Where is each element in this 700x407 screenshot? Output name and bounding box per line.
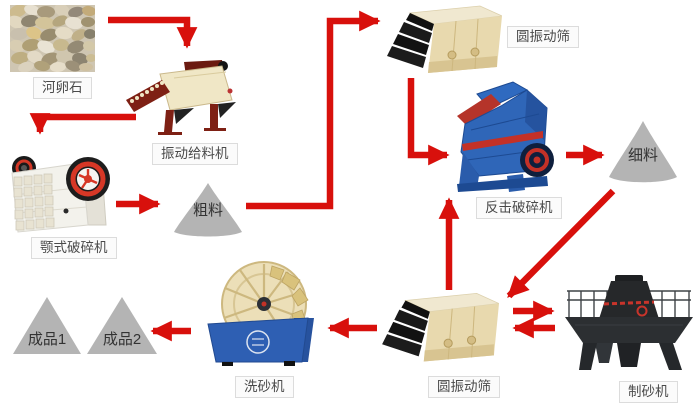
label-vibrating-feeder: 振动给料机 <box>152 143 238 166</box>
arrow-pebbles-to-feeder <box>108 16 198 49</box>
arrow-screen-top-to-impact-crusher <box>407 78 450 166</box>
label-impact-crusher: 反击破碎机 <box>476 197 562 220</box>
label-vibrating-screen-top: 圆振动筛 <box>507 26 579 49</box>
river-pebbles-photo <box>10 5 95 72</box>
fine-material-pile <box>609 121 677 183</box>
label-vibrating-screen-bottom: 圆振动筛 <box>428 376 500 399</box>
label-coarse-material: 粗料 <box>192 202 223 219</box>
jaw-crusher-image <box>11 156 110 233</box>
product1-pile <box>13 297 81 354</box>
vibrating-screen-bottom-image <box>382 292 499 362</box>
arrow-coarse-to-screen-top <box>246 10 381 210</box>
sand-washer-image <box>207 261 314 366</box>
label-sand-washer: 洗砂机 <box>235 376 294 399</box>
label-product2: 成品2 <box>102 331 142 348</box>
vibrating-screen-top-image <box>387 5 502 73</box>
product2-pile <box>87 297 157 354</box>
label-product1: 成品1 <box>27 331 67 348</box>
label-river-pebbles: 河卵石 <box>33 77 92 100</box>
arrow-feeder-to-jaw-crusher <box>29 113 136 135</box>
label-fine-material: 细料 <box>627 147 658 164</box>
coarse-material-pile <box>174 183 242 237</box>
sand-maker-image <box>565 275 693 370</box>
label-jaw-crusher: 颚式破碎机 <box>31 237 117 260</box>
vibrating-feeder-image <box>126 60 236 135</box>
label-sand-maker: 制砂机 <box>619 381 678 404</box>
impact-crusher-image <box>457 81 554 192</box>
